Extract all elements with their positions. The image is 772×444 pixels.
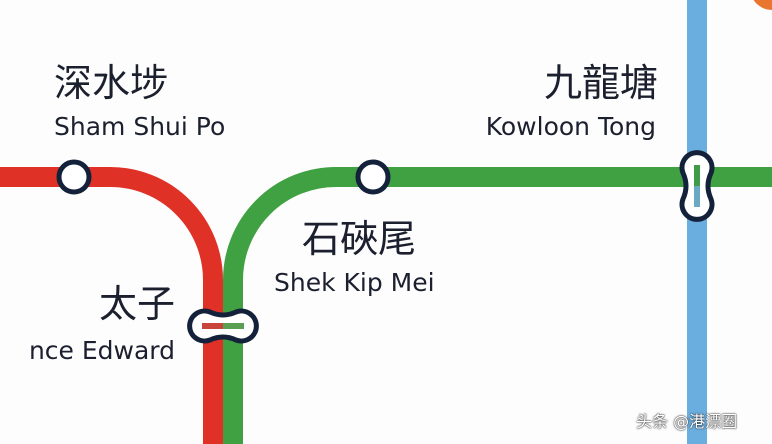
east-rail-line (687, 0, 707, 444)
station-name-en: nce Edward (28, 336, 175, 365)
station-name-zh: 太子 (98, 282, 175, 326)
station-kowloon-tong[interactable] (679, 150, 715, 222)
tsuen-wan-line (0, 167, 223, 444)
station-name-zh: 九龍塘 (543, 61, 658, 105)
station-name-zh: 石硤尾 (302, 217, 417, 261)
station-name-zh: 深水埗 (54, 61, 169, 105)
station-shek-kip-mei[interactable] (355, 159, 391, 195)
station-sham-shui-po[interactable] (56, 159, 92, 195)
station-name-en: Sham Shui Po (54, 112, 226, 141)
station-name-en: Shek Kip Mei (274, 268, 435, 297)
watermark: 头条 @港漂圈 (636, 412, 738, 431)
orange-line-fragment (753, 0, 772, 10)
station-prince-edward[interactable] (187, 308, 259, 344)
kwun-tong-line (223, 167, 772, 444)
station-name-en: Kowloon Tong (485, 112, 656, 141)
